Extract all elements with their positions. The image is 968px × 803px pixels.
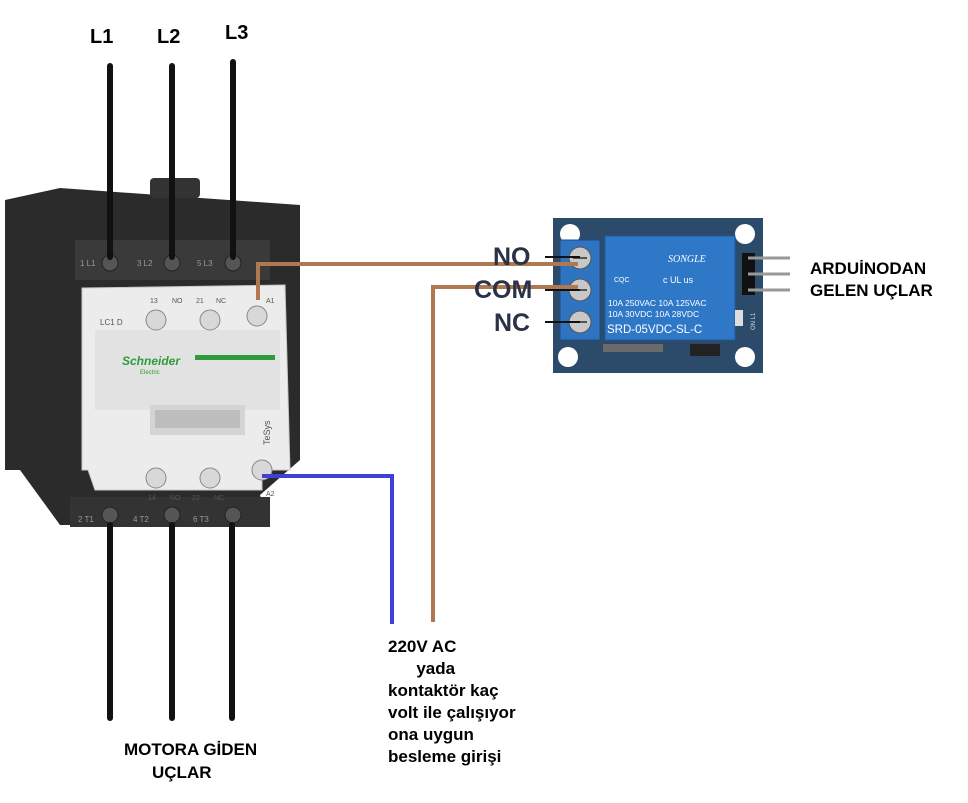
bottom-terminal-label-1: 2 T1 — [78, 515, 94, 524]
control-wires — [256, 262, 578, 624]
contactor-window-inner — [155, 410, 240, 428]
relay-cube — [604, 235, 736, 341]
aux-top-label-4: NC — [216, 298, 226, 305]
relay-model: SRD-05VDC-SL-C — [607, 324, 702, 336]
top-terminal-label-2: 3 L2 — [137, 259, 153, 268]
mount-hole-1 — [560, 224, 580, 244]
terminal-screw-t3 — [224, 506, 242, 524]
aux-top-label-3: 21 — [196, 298, 204, 305]
top-terminal-label-3: 5 L3 — [197, 259, 213, 268]
motor-label-line-1: MOTORA GİDEN — [124, 740, 258, 759]
wire-relay-com-to-supply — [431, 285, 578, 622]
relay-pin-no-label: NO — [493, 243, 531, 271]
model-text: LC1 D — [100, 318, 123, 327]
bottom-terminal-label-2: 4 T2 — [133, 515, 149, 524]
brand-subtext: Electric — [140, 370, 160, 376]
relay-pin-nc-label: NC — [494, 309, 531, 337]
relay-led-label: ON L1 — [751, 312, 757, 330]
phase-label-l2: L2 — [157, 26, 181, 48]
phase-label-l3: L3 — [225, 22, 249, 44]
coil-top-label: A1 — [266, 298, 275, 305]
aux-screw-13 — [145, 309, 167, 331]
mount-hole-3 — [558, 347, 578, 367]
relay-led — [735, 310, 743, 326]
aux-bottom-label-4: NC — [214, 495, 224, 502]
arduino-label-line-1: ARDUİNODAN — [810, 259, 927, 278]
series-text: TeSys — [262, 420, 272, 445]
bottom-terminal-label-3: 6 T3 — [193, 515, 209, 524]
aux-bottom-label-3: 22 — [192, 495, 200, 502]
supply-note: 220V AC yada kontaktör kaç volt ile çalı… — [388, 637, 516, 766]
mount-hole-4 — [735, 347, 755, 367]
relay-cert-us: c UL us — [663, 275, 694, 285]
relay-transistor — [690, 344, 720, 356]
contactor-faceplate — [95, 330, 280, 410]
coil-bottom-label: A2 — [266, 491, 275, 498]
aux-top-label-2: NO — [172, 298, 183, 305]
contactor: Schneider Electric LC1 D TeSys 1 L1 3 L2… — [5, 178, 300, 527]
relay-rating-2: 10A 30VDC 10A 28VDC — [608, 309, 699, 319]
relay-module: SONGLE CQC c UL us 10A 250VAC 10A 125VAC… — [553, 218, 790, 373]
aux-screw-21 — [199, 309, 221, 331]
relay-diode — [603, 344, 663, 352]
relay-brand: SONGLE — [668, 254, 706, 265]
relay-pointer-lines — [545, 256, 580, 323]
brand-text: Schneider — [122, 354, 181, 368]
wire-relay-no-to-a1 — [256, 262, 578, 300]
phase-wires — [107, 59, 236, 721]
coil-screw-a1 — [246, 305, 268, 327]
relay-rating-1: 10A 250VAC 10A 125VAC — [608, 298, 706, 308]
aux-screw-14 — [145, 467, 167, 489]
aux-screw-22 — [199, 467, 221, 489]
motor-label-line-2: UÇLAR — [152, 763, 212, 782]
wire-coil-a2-to-supply — [262, 474, 394, 624]
relay-pin-com-label: COM — [474, 276, 533, 304]
aux-bottom-label-1: 14 — [148, 495, 156, 502]
phase-label-l1: L1 — [90, 26, 114, 48]
terminal-screw-t2 — [163, 506, 181, 524]
brand-stripe — [195, 355, 275, 360]
arduino-label-line-2: GELEN UÇLAR — [810, 281, 933, 300]
relay-cert-cqc: CQC — [614, 277, 630, 284]
terminal-screw-t1 — [101, 506, 119, 524]
top-terminal-label-1: 1 L1 — [80, 259, 96, 268]
mount-hole-2 — [735, 224, 755, 244]
aux-bottom-label-2: NO — [170, 495, 181, 502]
motor-label: MOTORA GİDEN UÇLAR — [124, 738, 257, 784]
arduino-label: ARDUİNODAN GELEN UÇLAR — [810, 258, 933, 302]
aux-top-label-1: 13 — [150, 298, 158, 305]
